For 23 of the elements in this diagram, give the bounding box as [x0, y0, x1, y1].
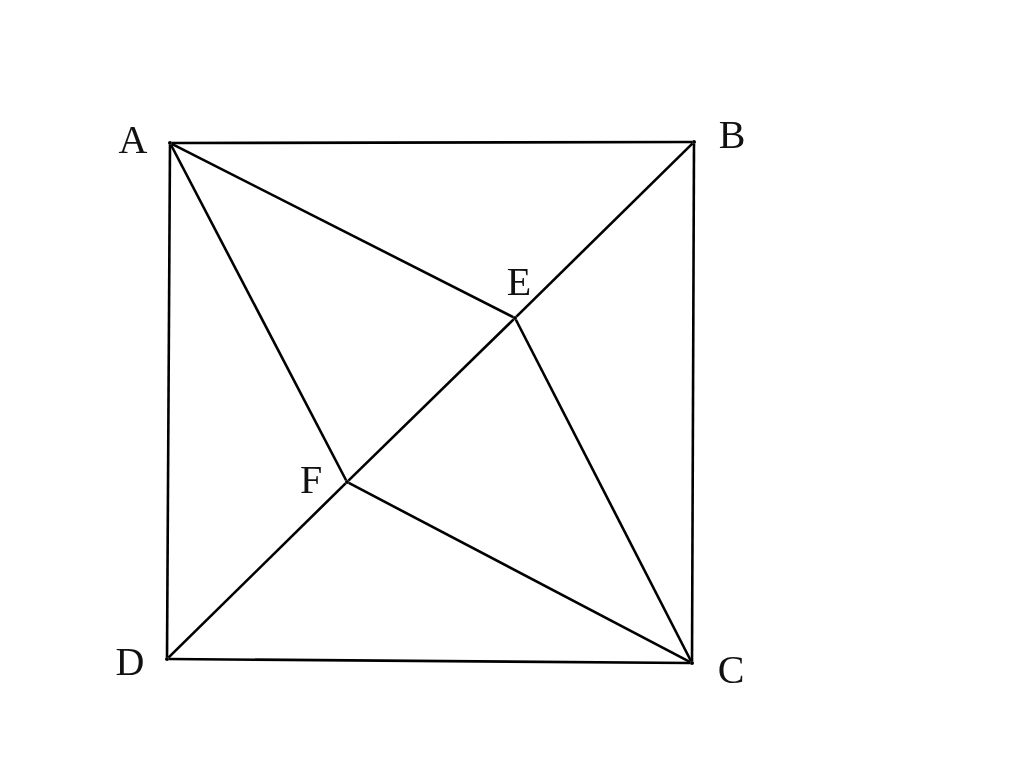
vertex-label: B [718, 115, 746, 155]
line-segment [171, 142, 514, 319]
line-segment [348, 481, 691, 664]
vertex-point [692, 140, 696, 144]
line-segment [165, 145, 172, 657]
line-segment [167, 482, 347, 659]
vertex-label: C [717, 650, 745, 690]
vertex-label: F [299, 460, 323, 500]
line-segment [514, 319, 693, 662]
vertex-point [690, 661, 694, 665]
line-segment [690, 144, 696, 661]
vertex-label: E [506, 262, 532, 302]
line-segment [169, 144, 348, 481]
vertex-label: A [118, 120, 148, 160]
vertex-point [165, 657, 169, 661]
line-segment [515, 142, 694, 318]
line-segment [172, 140, 692, 145]
vertex-label: D [115, 642, 145, 682]
vertex-point [513, 316, 517, 320]
vertex-point [345, 480, 349, 484]
line-segment [347, 318, 515, 482]
vertex-point [168, 141, 172, 145]
line-segment [169, 657, 690, 665]
